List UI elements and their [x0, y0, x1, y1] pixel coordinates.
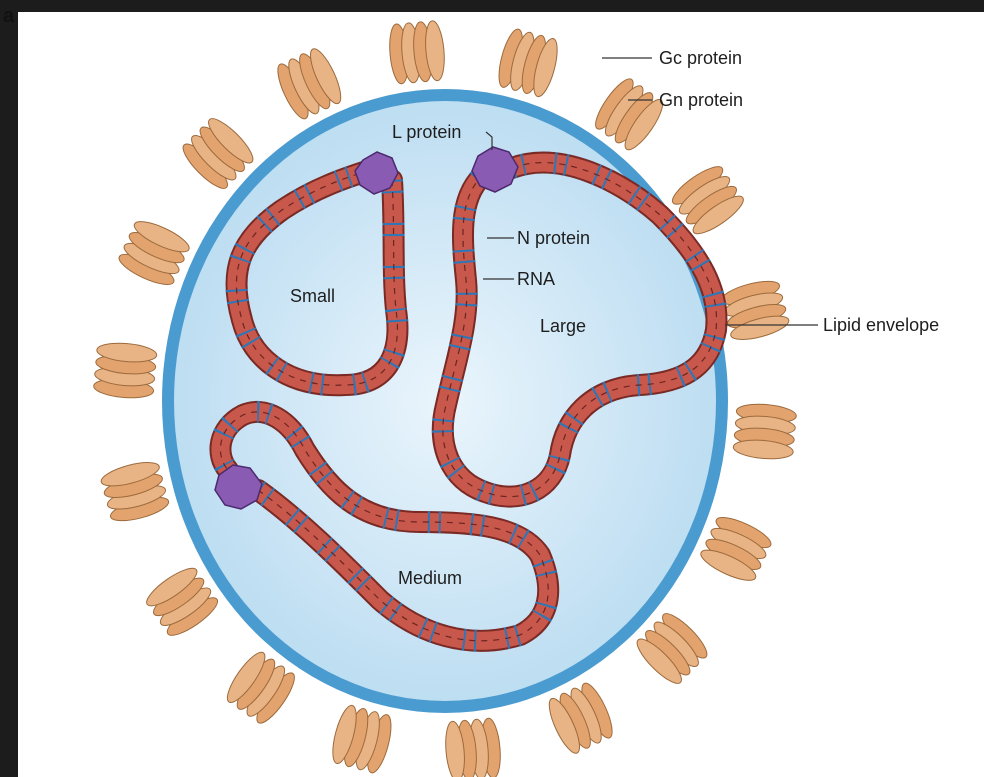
- label-l-protein: L protein: [392, 122, 461, 142]
- panel-letter: a: [3, 5, 15, 27]
- label-lipid-envelope: Lipid envelope: [823, 315, 939, 335]
- label-large-segment: Large: [540, 316, 586, 336]
- label-gc-protein: Gc protein: [659, 48, 742, 68]
- glycoprotein-spike: [733, 402, 797, 461]
- glycoprotein-spike: [443, 717, 502, 777]
- glycoprotein-spike: [93, 341, 157, 400]
- label-rna: RNA: [517, 269, 555, 289]
- glycoprotein-spike: [387, 20, 446, 84]
- label-small-segment: Small: [290, 286, 335, 306]
- label-medium-segment: Medium: [398, 568, 462, 588]
- label-n-protein: N protein: [517, 228, 590, 248]
- label-gn-protein: Gn protein: [659, 90, 743, 110]
